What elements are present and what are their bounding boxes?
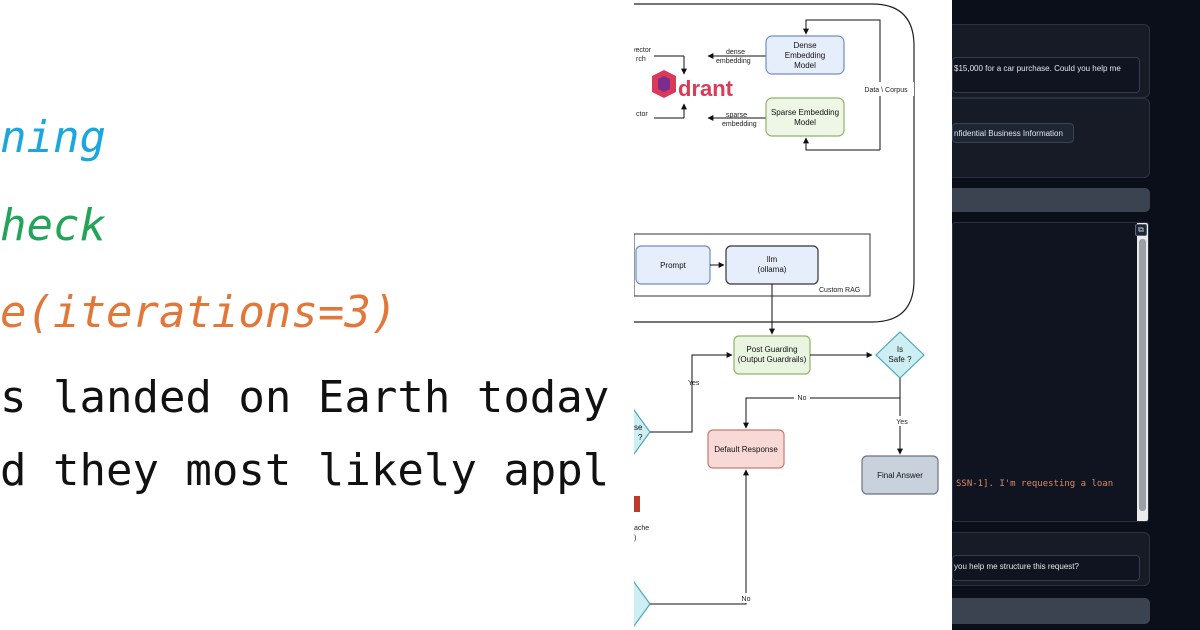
svg-text:Model: Model — [794, 118, 816, 127]
svg-text:Model: Model — [794, 61, 816, 70]
code-line-1: ning — [0, 112, 106, 163]
svg-text:Prompt: Prompt — [660, 261, 687, 270]
chat-app-panel: $15,000 for a car purchase. Could you he… — [952, 0, 1200, 630]
prompt-textarea[interactable]: $15,000 for a car purchase. Could you he… — [952, 57, 1140, 93]
entity-chip[interactable]: nfidential Business Information — [952, 123, 1074, 143]
cut-decision-no-label: No — [742, 596, 751, 603]
cut-decision-node-upper: se ? — [634, 408, 651, 456]
rag-flow-diagram: vector rch ctor drant dense embedding sp… — [634, 0, 952, 630]
code-line-3: e(iterations=3) — [0, 287, 398, 338]
bottom-prompt-textarea[interactable]: you help me structure this request? — [952, 555, 1140, 581]
cache-label-1: ache — [634, 525, 649, 532]
sparse-embedding-model-node: Sparse Embedding Model — [765, 97, 845, 137]
output-text: SSN-1]. I'm requesting a loan — [956, 479, 1114, 489]
svg-text:?: ? — [638, 433, 643, 442]
custom-rag-box — [634, 233, 871, 297]
prompt-text: $15,000 for a car purchase. Could you he… — [954, 64, 1121, 73]
svg-text:Embedding: Embedding — [785, 51, 825, 60]
code-line-4: s landed on Earth today — [0, 372, 610, 423]
output-scrollbar[interactable] — [1137, 223, 1148, 521]
bottom-prompt-card: you help me structure this request? — [952, 532, 1150, 586]
cut-decision-yes-label: Yes — [688, 380, 700, 387]
corpus-to-sparse-edge — [803, 137, 880, 151]
output-textarea[interactable]: SSN-1]. I'm requesting a loan — [952, 222, 1149, 522]
cache-logo-fragment — [634, 496, 640, 512]
default-response-node: Default Response — [707, 429, 785, 469]
data-corpus-label: Data \ Corpus — [864, 87, 908, 94]
qdrant-logo-text: drant — [678, 76, 734, 101]
custom-rag-label: Custom RAG — [819, 287, 860, 294]
svg-text:se: se — [634, 423, 643, 432]
rag-container-outline — [634, 3, 915, 323]
is-safe-decision-node: Is Safe ? — [875, 331, 925, 379]
svg-text:Default Response: Default Response — [714, 445, 778, 454]
sparse-edge-label-2: embedding — [722, 121, 757, 128]
prompt-node: Prompt — [635, 245, 711, 285]
post-guarding-node: Post Guarding (Output Guardrails) — [733, 335, 811, 375]
is-safe-no-edge — [743, 378, 901, 429]
svg-text:Final Answer: Final Answer — [877, 471, 923, 480]
section-bar-1[interactable] — [952, 188, 1150, 212]
entity-chip-label: nfidential Business Information — [954, 129, 1063, 138]
section-bar-2[interactable] — [952, 598, 1150, 624]
is-safe-no-label: No — [798, 395, 807, 402]
svg-text:Safe ?: Safe ? — [888, 355, 912, 364]
left-vector-label-2: rch — [636, 56, 646, 63]
cut-decision-no-edge — [650, 469, 749, 605]
final-answer-node: Final Answer — [861, 455, 939, 495]
dense-edge-label-1: dense — [726, 49, 745, 56]
cut-decision-yes-edge — [650, 352, 733, 433]
dense-embedding-model-node: Dense Embedding Model — [765, 35, 845, 75]
code-line-5: d they most likely appl — [0, 445, 610, 496]
sparse-edge-label-1: sparse — [726, 112, 747, 119]
prompt-card: $15,000 for a car purchase. Could you he… — [952, 24, 1150, 98]
svg-text:Post Guarding: Post Guarding — [746, 345, 797, 354]
bottom-prompt-text: you help me structure this request? — [954, 562, 1079, 571]
left-vector-label-3: ctor — [636, 111, 648, 118]
svg-text:Is: Is — [897, 345, 903, 354]
diagram-canvas: vector rch ctor drant dense embedding sp… — [634, 3, 939, 628]
svg-text:Sparse Embedding: Sparse Embedding — [771, 108, 839, 117]
left-vector-label-1: vector — [634, 47, 652, 54]
svg-text:llm: llm — [767, 255, 778, 264]
copy-icon[interactable]: ⧉ — [1135, 224, 1147, 236]
svg-text:Dense: Dense — [793, 41, 817, 50]
output-scrollbar-thumb[interactable] — [1139, 239, 1146, 511]
cut-decision-node-lower — [634, 580, 651, 628]
llm-node: llm (ollama) — [725, 245, 819, 285]
code-line-2: heck — [0, 200, 106, 251]
is-safe-yes-label: Yes — [896, 419, 908, 426]
dense-edge-label-2: embedding — [716, 58, 751, 65]
entity-card: nfidential Business Information — [952, 98, 1150, 178]
svg-text:(Output Guardrails): (Output Guardrails) — [738, 355, 807, 364]
cache-label-2: ) — [634, 535, 636, 542]
qdrant-logo: drant — [652, 70, 734, 101]
code-panel: ning heck e(iterations=3) s landed on Ea… — [0, 112, 610, 496]
svg-text:(ollama): (ollama) — [758, 265, 787, 274]
